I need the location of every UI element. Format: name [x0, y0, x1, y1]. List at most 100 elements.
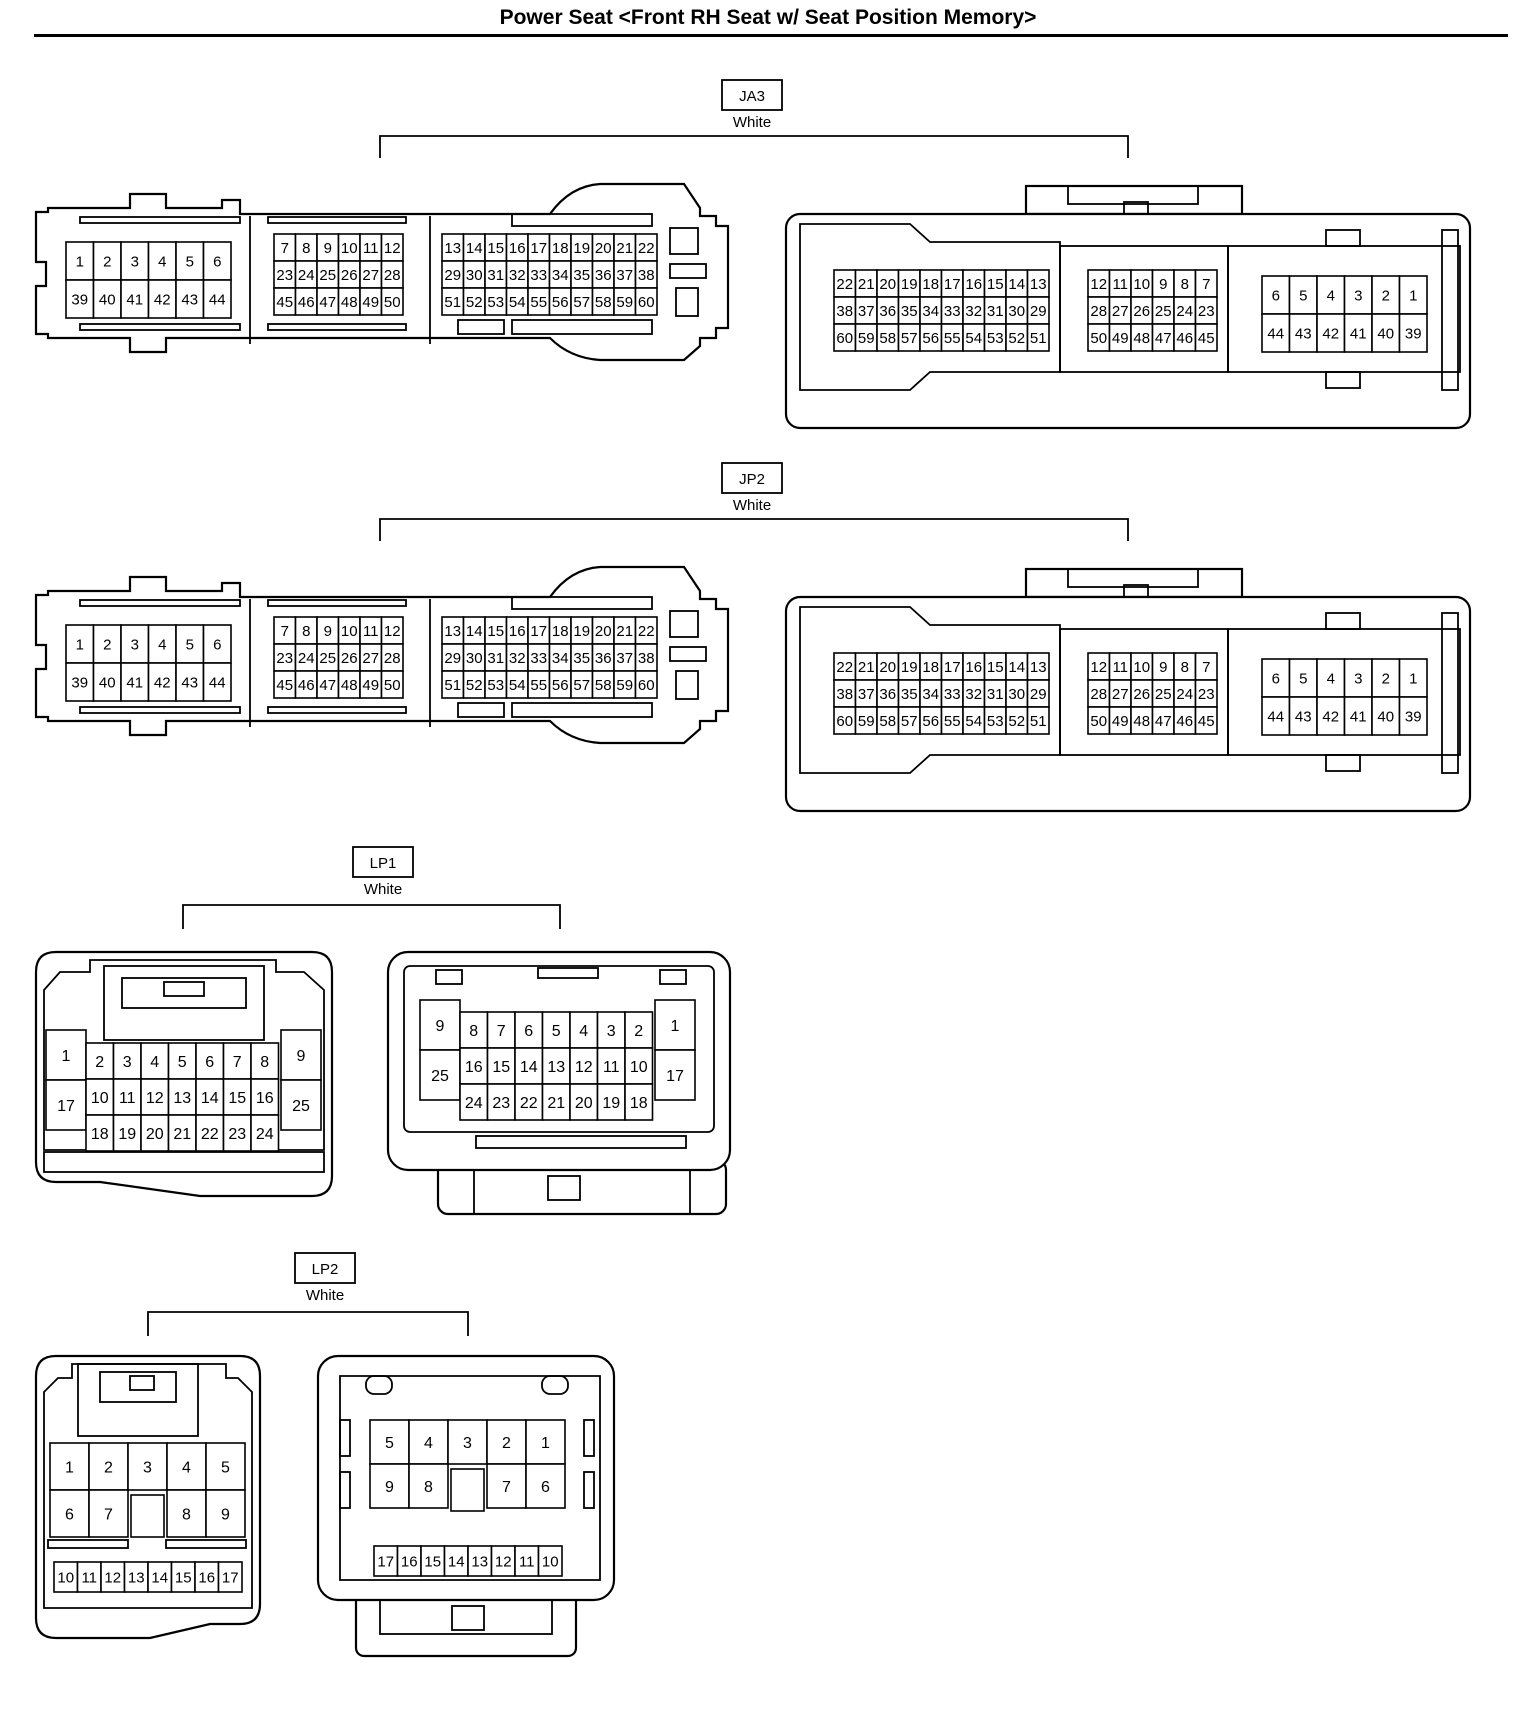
pin-number: 54 [509, 294, 526, 311]
pin-number: 38 [836, 686, 853, 703]
pin-number: 32 [965, 303, 982, 320]
pin-cell [85, 1042, 115, 1080]
pin-number: 51 [444, 294, 461, 311]
pin-number: 47 [319, 294, 336, 311]
pin-number: 16 [509, 623, 526, 640]
latch-rail [457, 702, 505, 718]
pin-number: 4 [424, 1435, 433, 1452]
pin-cell [217, 1561, 243, 1593]
pin-number: 20 [146, 1126, 164, 1143]
pin-number: 1 [1409, 287, 1417, 304]
pin-number: 58 [879, 713, 896, 730]
pin-number: 3 [123, 1054, 132, 1071]
cavity-divider [249, 216, 431, 344]
pin-number: 21 [173, 1126, 191, 1143]
pin-number: 37 [616, 267, 633, 284]
pin-number: 9 [1159, 659, 1167, 676]
pin-number: 39 [1405, 325, 1422, 342]
pin-number: 18 [922, 659, 939, 676]
pin-number: 50 [384, 677, 401, 694]
pin-number: 16 [198, 1569, 215, 1586]
pin-number: 29 [1030, 303, 1047, 320]
pin-number: 15 [424, 1553, 441, 1570]
pin-number: 27 [1112, 303, 1129, 320]
pin-cell [1343, 313, 1373, 353]
pin-cell [280, 1079, 322, 1131]
pin-number: 13 [547, 1059, 565, 1076]
pin-number: 58 [595, 677, 612, 694]
pin-number: 48 [1133, 713, 1150, 730]
latch-rail [457, 319, 505, 335]
title-divider [34, 34, 1508, 37]
pin-number: 23 [228, 1126, 246, 1143]
pin-number: 21 [616, 240, 633, 257]
pin-number: 59 [858, 330, 875, 347]
pin-number: 5 [186, 253, 194, 270]
pin-number: 42 [1322, 708, 1339, 725]
pin-cell [486, 1011, 516, 1049]
pin-number: 45 [1198, 713, 1215, 730]
pin-cell [569, 1047, 599, 1085]
grouping-bracket [379, 518, 1129, 541]
pin-number: 24 [298, 650, 315, 667]
pin-number: 40 [99, 291, 116, 308]
pin-number: 47 [319, 677, 336, 694]
pin-number: 25 [319, 267, 336, 284]
pin-cell [250, 1114, 280, 1152]
pin-cell [624, 1083, 654, 1121]
pin-number: 8 [302, 240, 310, 257]
pin-number: 10 [630, 1059, 648, 1076]
pin-number: 35 [573, 650, 590, 667]
pin-cell [596, 1011, 626, 1049]
latch-window [129, 1375, 155, 1391]
pin-number: 3 [131, 253, 139, 270]
lock-window [669, 646, 707, 662]
pin-cell [202, 241, 232, 281]
pin-number: 9 [385, 1479, 394, 1496]
pin-number: 39 [71, 674, 88, 691]
latch-frame [103, 965, 265, 1041]
pin-number: 17 [944, 659, 961, 676]
pin-number: 10 [341, 240, 358, 257]
pin-number: 34 [552, 650, 569, 667]
pin-number: 10 [542, 1553, 559, 1570]
pin-number: 42 [154, 291, 171, 308]
pin-number: 44 [1267, 708, 1284, 725]
pin-number: 21 [616, 623, 633, 640]
pin-number: 15 [492, 1059, 510, 1076]
pin-number: 18 [630, 1095, 648, 1112]
pin-number: 57 [901, 713, 918, 730]
pin-number: 23 [1198, 303, 1215, 320]
connector-id: JA3 [739, 88, 765, 105]
key-slot [537, 967, 599, 979]
pin-cell [654, 1049, 696, 1101]
pin-cell [1343, 658, 1373, 698]
pin-number: 14 [448, 1553, 465, 1570]
pin-number: 19 [573, 240, 590, 257]
pin-number: 48 [1133, 330, 1150, 347]
pin-cell [380, 670, 404, 699]
pin-number: 7 [1202, 659, 1210, 676]
pin-number: 30 [466, 267, 483, 284]
pin-cell [147, 624, 177, 664]
top-latch [1024, 567, 1244, 599]
pin-cell [1371, 313, 1401, 353]
key-slot [1325, 371, 1361, 389]
pin-number: 8 [469, 1023, 478, 1040]
pin-number: 5 [178, 1054, 187, 1071]
side-rib [583, 1419, 595, 1457]
pin-number: 26 [1133, 686, 1150, 703]
pin-number: 50 [1090, 330, 1107, 347]
pin-number: 12 [384, 240, 401, 257]
pin-number: 29 [444, 650, 461, 667]
pin-cell [1261, 696, 1291, 736]
connector-id-box [352, 846, 414, 878]
pin-number: 6 [1272, 670, 1280, 687]
latch-rail [267, 599, 407, 607]
pin-cell [419, 1049, 461, 1101]
pin-cell [541, 1011, 571, 1049]
pin-number: 27 [362, 650, 379, 667]
pin-cell [166, 1489, 207, 1538]
